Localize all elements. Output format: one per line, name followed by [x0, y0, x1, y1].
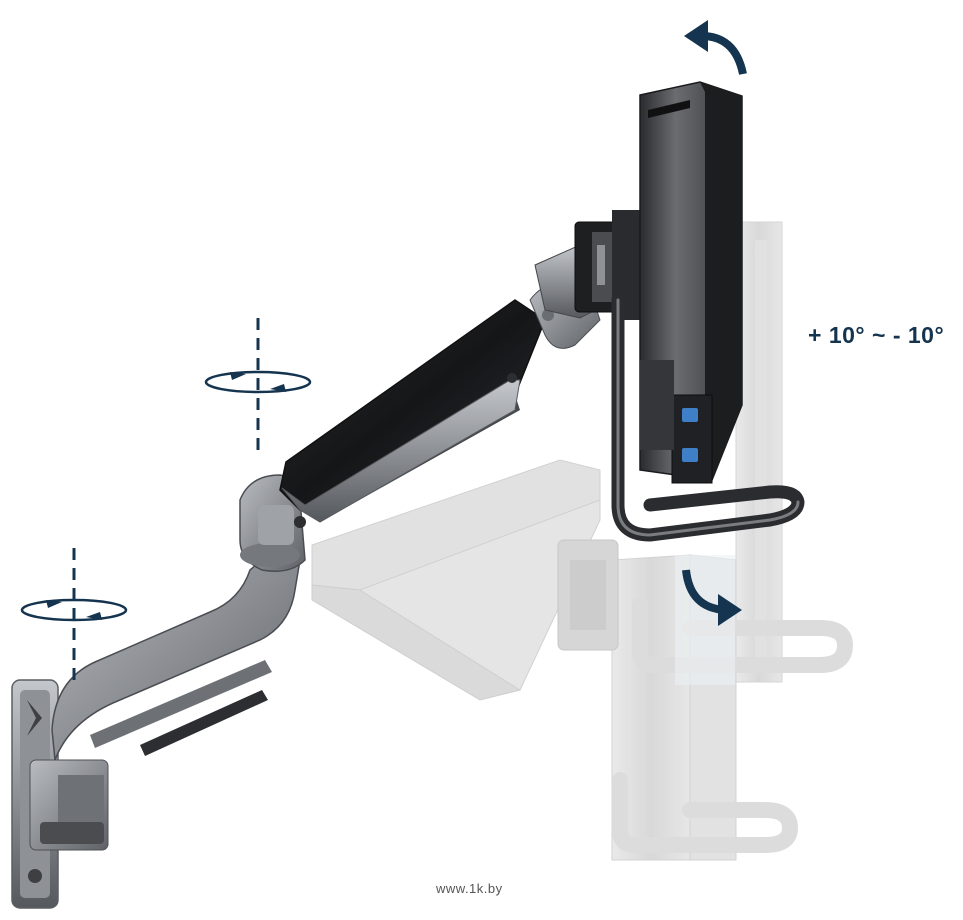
tilt-range-label: + 10° ~ - 10°: [808, 322, 945, 348]
lower-arm: [51, 474, 306, 761]
monitor-upper-position: [611, 81, 805, 542]
vesa-bracket: [534, 210, 640, 320]
curved-arrow-icon: [682, 569, 742, 626]
ghost-lower-position: [311, 221, 854, 861]
curved-arrow-icon: [684, 20, 747, 75]
wall-plate: [11, 679, 109, 909]
rotation-axis-icon: [204, 318, 312, 450]
rotation-axis-icon: [20, 548, 128, 680]
watermark: www.1k.by: [436, 881, 503, 896]
